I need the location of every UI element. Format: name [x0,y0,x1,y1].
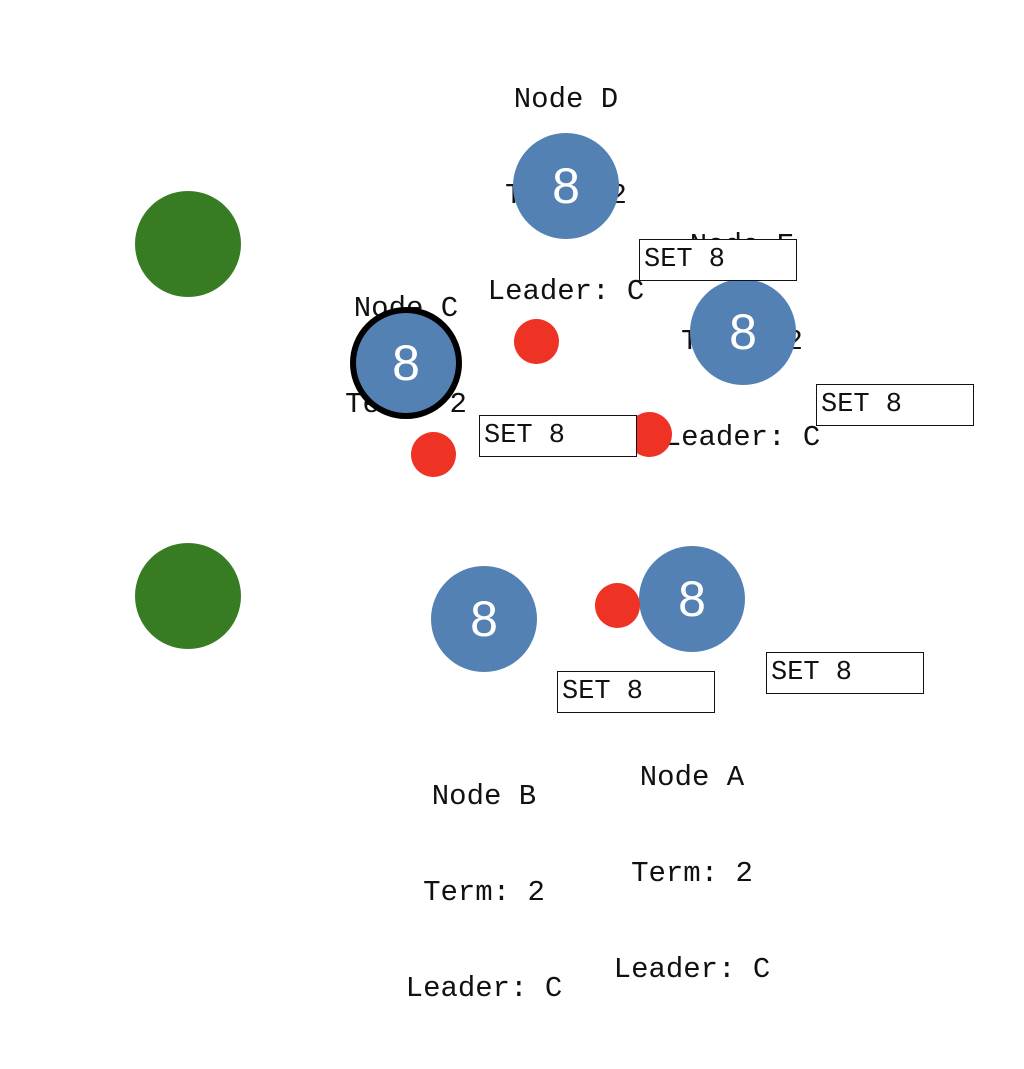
node-b-label: Node B Term: 2 Leader: C [364,717,604,1069]
node-c[interactable]: 8 [350,307,462,419]
node-a-term: Term: 2 [631,857,753,890]
client-1 [135,191,241,297]
message-dot [411,432,456,477]
message-dot [595,583,640,628]
message-dot [514,319,559,364]
raft-cluster-diagram: Node D Term: 2 Leader: C 8 Node E Term: … [135,83,974,1005]
command-box: SET 8 [479,415,637,457]
command-box: SET 8 [639,239,797,281]
command-box: SET 8 [816,384,974,426]
node-b-term: Term: 2 [423,876,545,909]
node-a-name: Node A [639,761,745,794]
client-2 [135,543,241,649]
node-a[interactable]: 8 [639,546,745,652]
node-e-leader: Leader: C [663,421,821,454]
node-d-name: Node D [513,83,619,116]
command-box: SET 8 [766,652,924,694]
node-a-label: Node A Term: 2 Leader: C [572,698,812,1050]
node-a-leader: Leader: C [613,953,771,986]
node-b-name: Node B [431,780,537,813]
node-d[interactable]: 8 [513,133,619,239]
node-d-leader: Leader: C [487,275,645,308]
command-box: SET 8 [557,671,715,713]
node-b[interactable]: 8 [431,566,537,672]
node-b-leader: Leader: C [405,972,563,1005]
node-e[interactable]: 8 [690,279,796,385]
